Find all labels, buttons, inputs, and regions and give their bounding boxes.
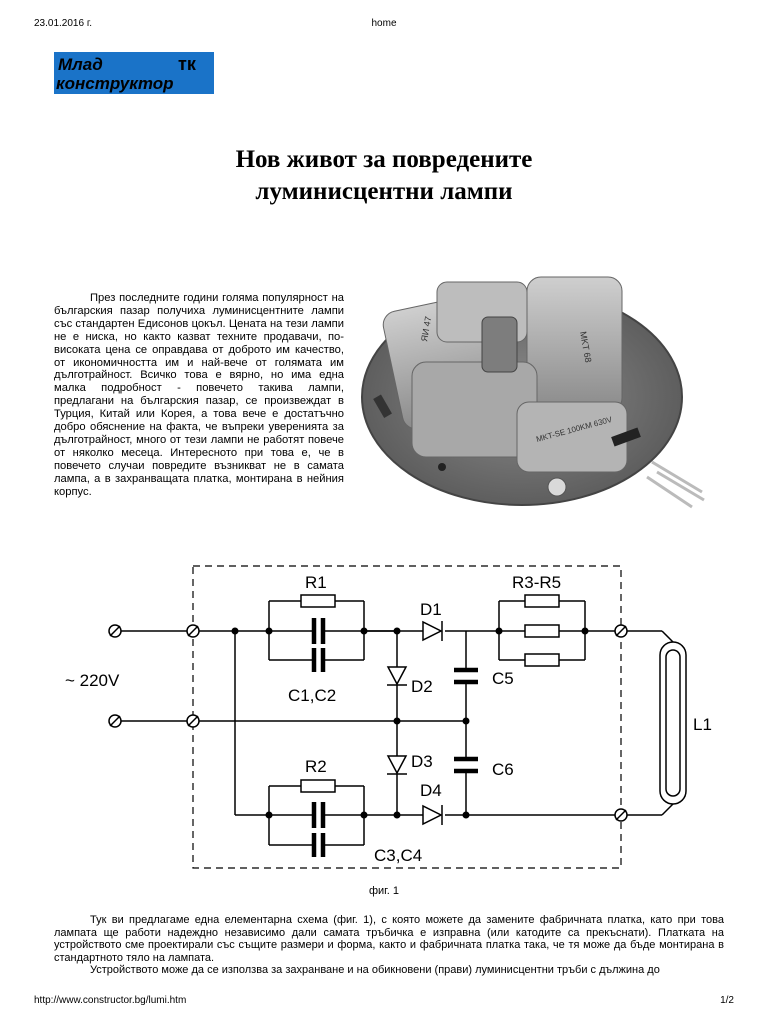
label-d1: D1 — [420, 600, 442, 619]
intro-paragraph: През последните години голяма популярнос… — [54, 292, 344, 498]
junction-dots — [231, 627, 589, 819]
magazine-logo: Млад конструктор тк — [54, 52, 214, 94]
label-d2: D2 — [411, 677, 433, 696]
circuit-board-photo: ЯИ 47 MKT 68 MKT-SE 100KM 630V — [361, 276, 705, 509]
article-title: Нов живот за повредените луминисцентни л… — [120, 144, 648, 208]
lamp-tube — [659, 641, 687, 805]
capacitors — [311, 618, 478, 857]
label-r1: R1 — [305, 573, 327, 592]
article-body: Тук ви предлагаме една елементарна схема… — [54, 914, 724, 977]
article-title-line2: луминисцентни лампи — [255, 178, 513, 205]
label-c3-c4: C3,C4 — [374, 846, 422, 865]
body-paragraph-2: Устройството може да се използва за захр… — [90, 964, 660, 976]
terminals — [108, 624, 628, 822]
print-date: 23.01.2016 г. — [34, 18, 93, 29]
body-paragraph-1: Тук ви предлагаме една елементарна схема… — [54, 914, 724, 964]
logo-line1: Млад — [58, 55, 103, 74]
input-voltage-label: ~ 220V — [65, 671, 120, 690]
footer-page-number: 1/2 — [720, 995, 734, 1006]
label-r2: R2 — [305, 757, 327, 776]
figure-caption: фиг. 1 — [368, 885, 400, 897]
label-d4: D4 — [420, 781, 442, 800]
label-c6: C6 — [492, 760, 514, 779]
footer-url: http://www.constructor.bg/lumi.htm — [34, 995, 187, 1006]
label-l1: L1 — [693, 715, 712, 734]
diodes — [386, 620, 443, 826]
label-r3-r5: R3-R5 — [512, 573, 561, 592]
logo-line2: конструктор — [56, 74, 174, 93]
label-c1-c2: C1,C2 — [288, 686, 336, 705]
circuit-schematic: ~ 220V R1 R2 R3-R5 D1 D2 D3 D4 C1,C2 C3,… — [65, 565, 712, 869]
resistors — [300, 594, 560, 793]
article-title-line1: Нов живот за повредените — [235, 146, 533, 173]
label-c5: C5 — [492, 669, 514, 688]
cap-marking-1: ЯИ 47 — [419, 316, 433, 343]
enclosure-outline — [192, 565, 622, 869]
print-header-title: home — [371, 18, 397, 29]
label-d3: D3 — [411, 752, 433, 771]
logo-badge: тк — [178, 54, 197, 74]
